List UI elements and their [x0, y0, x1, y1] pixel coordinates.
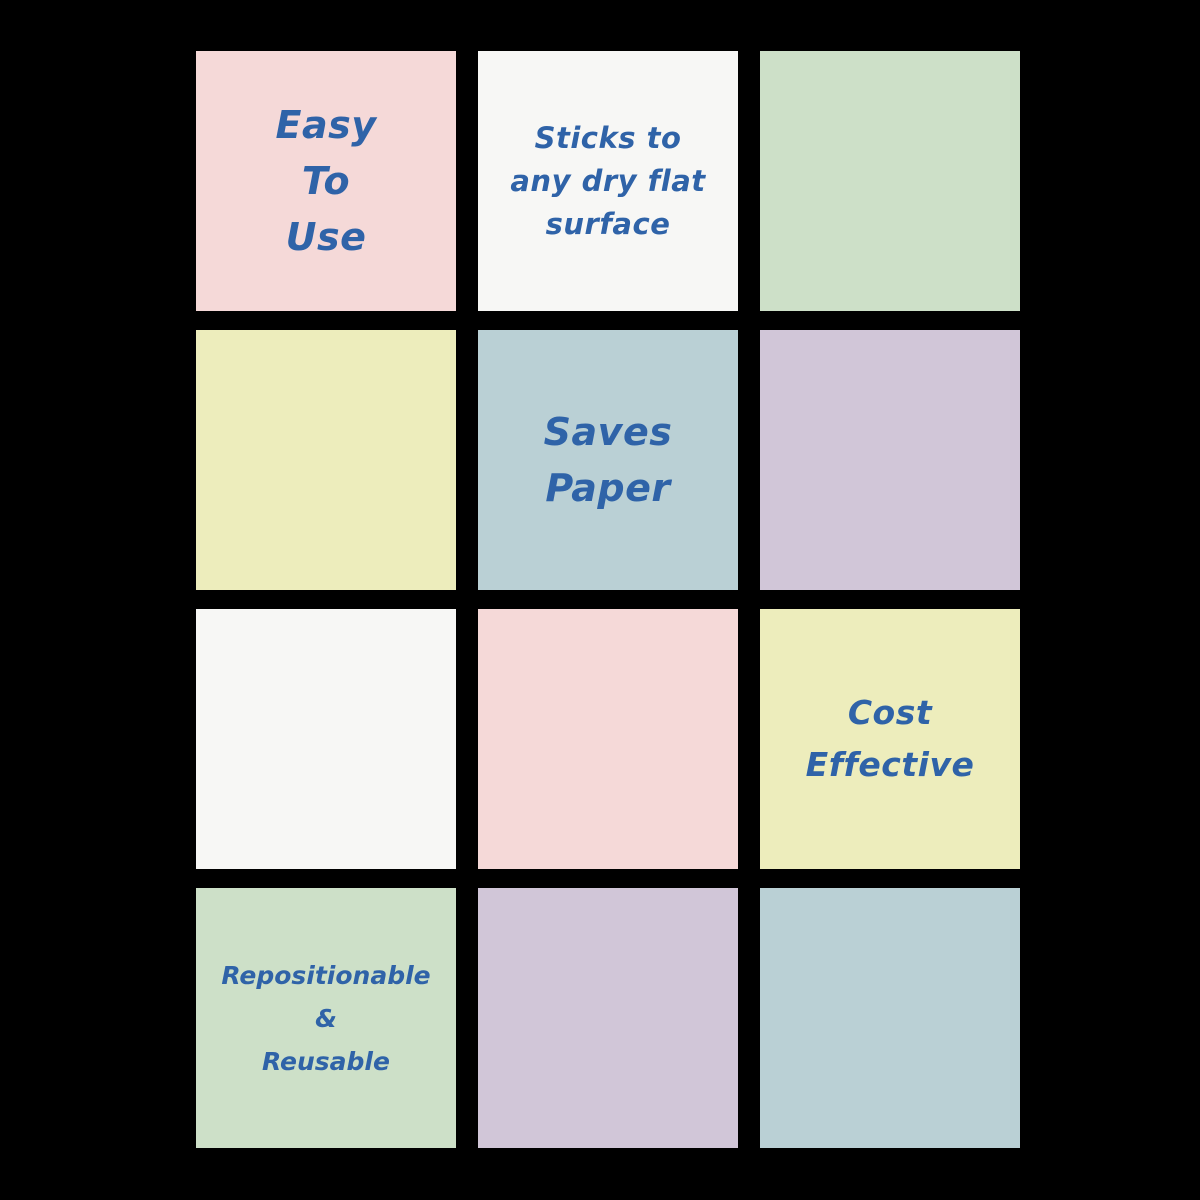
sticky-note-blank-blue: [760, 888, 1020, 1148]
sticky-note-sticks-to-surface: Sticks to any dry flat surface: [478, 51, 738, 311]
note-label: Cost Effective: [805, 693, 975, 784]
note-label: Easy To Use: [275, 103, 377, 259]
sticky-note-repositionable-reusable: Repositionable & Reusable: [196, 888, 456, 1148]
sticky-note-blank-white: [196, 609, 456, 869]
sticky-note-grid: Easy To Use Sticks to any dry flat surfa…: [196, 51, 1020, 1148]
sticky-note-blank-purple: [760, 330, 1020, 590]
sticky-note-blank-pink: [478, 609, 738, 869]
sticky-note-cost-effective: Cost Effective: [760, 609, 1020, 869]
sticky-note-saves-paper: Saves Paper: [478, 330, 738, 590]
sticky-note-blank-yellow: [196, 330, 456, 590]
note-label: Repositionable & Reusable: [221, 960, 431, 1076]
sticky-note-blank-purple-2: [478, 888, 738, 1148]
sticky-note-easy-to-use: Easy To Use: [196, 51, 456, 311]
sticky-note-blank-green: [760, 51, 1020, 311]
note-label: Saves Paper: [543, 410, 673, 510]
note-label: Sticks to any dry flat surface: [510, 120, 706, 241]
